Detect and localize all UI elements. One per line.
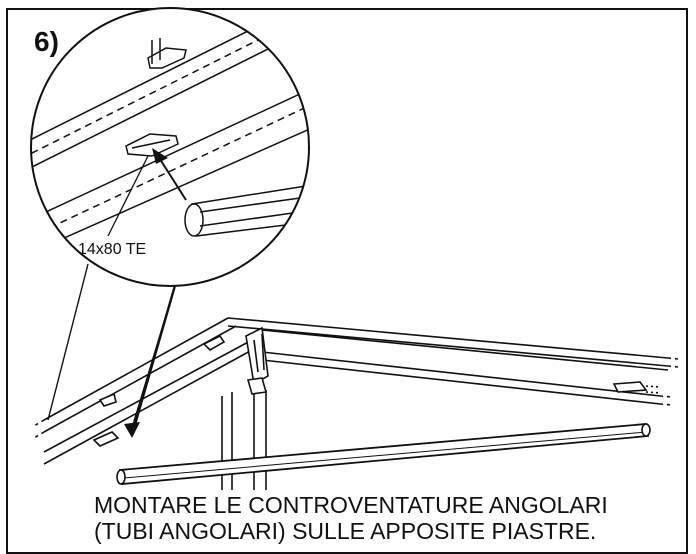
caption-line-1: MONTARE LE CONTROVENTATURE ANGOLARI [94, 492, 608, 518]
magnified-detail [31, 8, 309, 263]
plate-side-rail [612, 381, 648, 393]
corner-bracket-foot [246, 377, 268, 395]
brace-tube [118, 423, 650, 485]
roof-frame-structure [33, 317, 679, 490]
brace-tube-end-left [116, 469, 126, 485]
caption-line-2: (TUBI ANGOLARI) SULLE APPOSITE PIASTRE. [94, 518, 597, 544]
detail-tube-end [184, 203, 204, 237]
corner-bracket-detail [253, 333, 265, 373]
front-rail-dashes [33, 419, 45, 439]
step-number: 6) [34, 26, 59, 57]
plate-front-rail-upper [202, 334, 226, 351]
detail-leader-lines [47, 263, 178, 438]
detail-arrow-head [152, 148, 168, 164]
magnifier-circle-outline [30, 7, 310, 287]
side-rail-plate-dashes [645, 385, 661, 394]
corner-bracket [245, 326, 269, 386]
detail-mid-plate [125, 133, 179, 157]
brace-tube-end-right [641, 423, 651, 437]
callout-leader [107, 155, 149, 237]
side-rail-lower-edge [261, 351, 661, 405]
brace-tube-highlight [123, 431, 647, 479]
detail-arrow-shaft [157, 155, 187, 201]
top-side-rail [227, 317, 669, 371]
instruction-caption: MONTARE LE CONTROVENTATURE ANGOLARI (TUB… [94, 492, 684, 548]
corner-post-right [253, 390, 267, 490]
plate-front-rail-top [98, 392, 117, 407]
plate-front-rail-lower [92, 431, 120, 447]
assembly-arrow-shaft [132, 281, 178, 429]
fastener-callout-label: 14x80 TE [78, 241, 147, 258]
front-rail [43, 317, 253, 465]
detail-top-plate [147, 47, 187, 69]
assembly-arrow-head [124, 422, 140, 438]
